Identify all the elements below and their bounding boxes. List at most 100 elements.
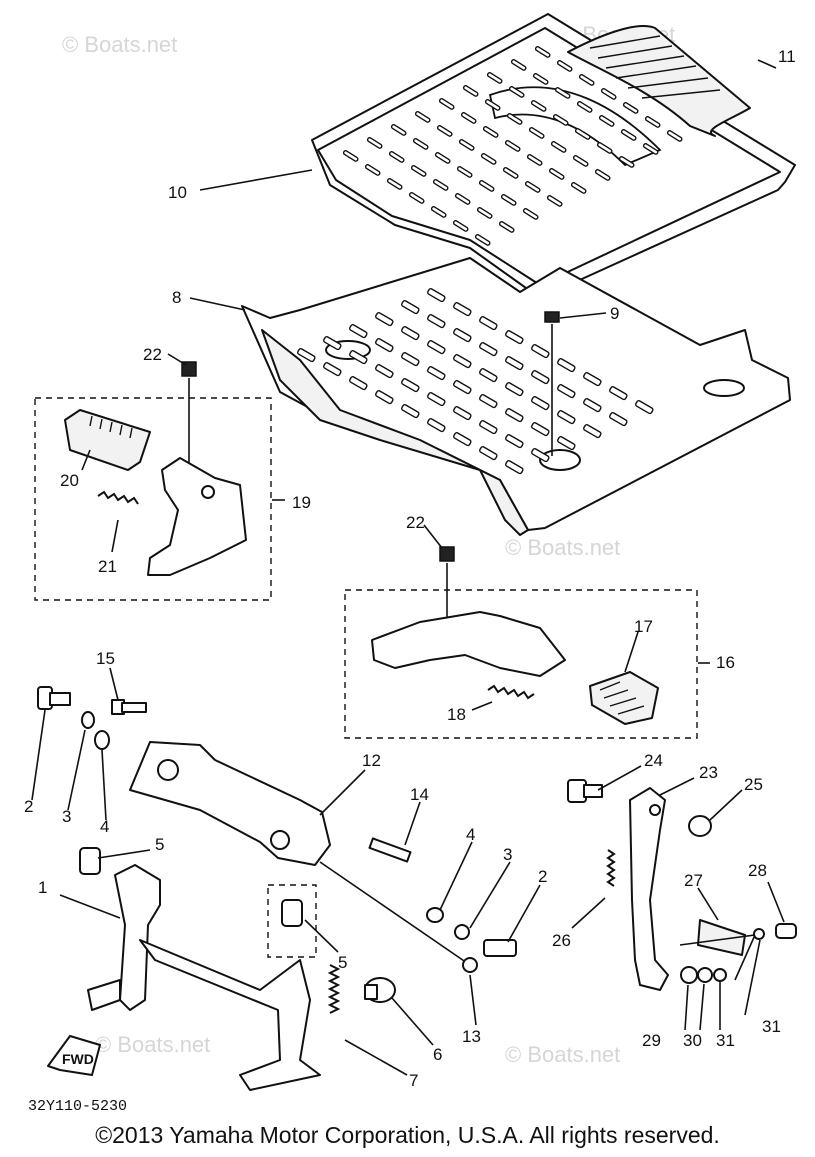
callout-2-left: 2 [24,797,33,816]
slot [454,193,471,205]
callout-15: 15 [96,649,115,668]
part-14-bolt [368,837,412,863]
slot [479,342,498,357]
slot [557,358,576,373]
slot [478,180,495,192]
slot [427,366,446,381]
watermark-middle-right: © Boats.net [505,535,620,560]
slot [323,362,342,377]
part-2-bolt-left [37,686,71,710]
callout-7: 7 [409,1071,418,1090]
callout-29: 29 [642,1031,661,1050]
slot [479,420,498,435]
slot [583,372,602,387]
slot [531,448,550,463]
slot [479,368,498,383]
part-4-washer-left [94,730,110,750]
watermark-top-left: © Boats.net [62,32,177,57]
callout-numbers: 11 10 8 9 22 19 20 21 22 17 16 18 15 12 … [24,47,796,1090]
callout-24: 24 [644,751,663,770]
callout-leaders [31,59,785,1076]
part-13-shaft [319,861,471,966]
slot [375,312,394,327]
part-30-washer [697,967,713,983]
slot [436,125,453,137]
part-17-rubber-pad [589,671,659,725]
part-6-stopper [364,977,396,1003]
assembly-16-box [344,589,698,739]
floor-mat-slots [342,46,683,246]
slot [576,101,593,113]
slot [552,114,569,126]
part-26-spring [606,849,616,887]
part-15-bolt [111,699,147,715]
callout-3-right: 3 [503,845,512,864]
slot [410,165,427,177]
slot [666,130,683,142]
part-22-bolt-right [439,546,455,625]
part-floor-mat [311,13,796,299]
slot [505,460,524,475]
slot [482,126,499,138]
part-31-washer-a [753,928,765,940]
slot [609,386,628,401]
slot [505,408,524,423]
slot [609,412,628,427]
callout-21: 21 [98,557,117,576]
slot [401,352,420,367]
slot [408,192,425,204]
slot [427,340,446,355]
slot [386,178,403,190]
watermark-bottom-right: © Boats.net [505,1042,620,1067]
slot [323,336,342,351]
slot [574,128,591,140]
slot [476,207,493,219]
callout-4-left: 4 [100,817,109,836]
part-7-spring [327,964,341,1014]
part-25-nut [688,815,712,837]
slot [557,410,576,425]
slot [388,151,405,163]
callout-22-right: 22 [406,513,425,532]
slot [453,406,472,421]
slot [578,74,595,86]
callout-16: 16 [716,653,735,672]
slot [583,398,602,413]
part-5-collar-top [79,847,101,875]
part-31-washer-b [713,968,727,982]
callout-31-lower: 31 [716,1031,735,1050]
callout-26: 26 [552,931,571,950]
part-29-nut [680,966,698,984]
part-24-bolt [567,779,603,803]
slot [375,338,394,353]
slot [458,139,475,151]
slot [531,370,550,385]
slot [506,113,523,125]
part-1-center-stand [87,864,321,1091]
slot [427,418,446,433]
part-floor-board [241,257,791,536]
slot [460,112,477,124]
slot [570,182,587,194]
slot [401,300,420,315]
callout-28: 28 [748,861,767,880]
slot [453,328,472,343]
slot [505,382,524,397]
slot [462,85,479,97]
part-9-bolt [544,311,560,456]
callout-2-right: 2 [538,867,547,886]
slot [427,288,446,303]
slot [505,434,524,449]
slot [526,154,543,166]
slot [505,330,524,345]
slot [375,390,394,405]
slot [530,100,547,112]
slot [524,181,541,193]
watermark-bottom-left: © Boats.net [95,1032,210,1057]
slot [546,195,563,207]
callout-12: 12 [362,751,381,770]
slot [342,150,359,162]
part-5-collar-lower [281,899,303,927]
slot [453,380,472,395]
